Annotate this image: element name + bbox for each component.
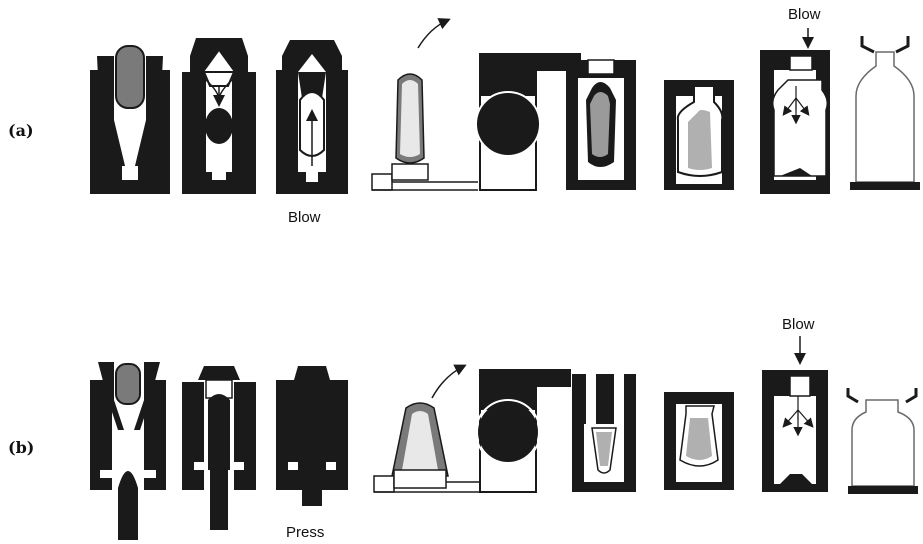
- row-b-step7-reheat: [664, 392, 734, 490]
- row-b-step2-pressing: [182, 366, 256, 530]
- row-b-step9-jar-takeout: [848, 388, 918, 494]
- row-a-step4-transfer: [372, 20, 478, 190]
- row-b-step4-transfer: [374, 366, 480, 492]
- row-a-step1-gob-in-blank-mould: [90, 46, 170, 194]
- row-a-step3-counter-blow: [276, 40, 348, 194]
- row-b-step3-press-complete: [276, 366, 348, 506]
- row-a-step5-invert-mechanism: [476, 54, 580, 190]
- row-a-step8-final-blow: [760, 28, 830, 194]
- row-b-step6-parison-in-blow-mould: [572, 374, 636, 492]
- row-a-step6-parison-in-blow-mould: [566, 60, 636, 190]
- row-b-step1-gob-in-blank-mould: [90, 362, 166, 540]
- row-a-step2-settle-blow: [182, 38, 256, 194]
- row-b-step5-invert-mechanism: [476, 370, 570, 492]
- row-b-step8-final-blow: [762, 336, 828, 492]
- row-a-step9-bottle-takeout: [850, 36, 920, 190]
- row-a-step7-reheat: [664, 80, 734, 190]
